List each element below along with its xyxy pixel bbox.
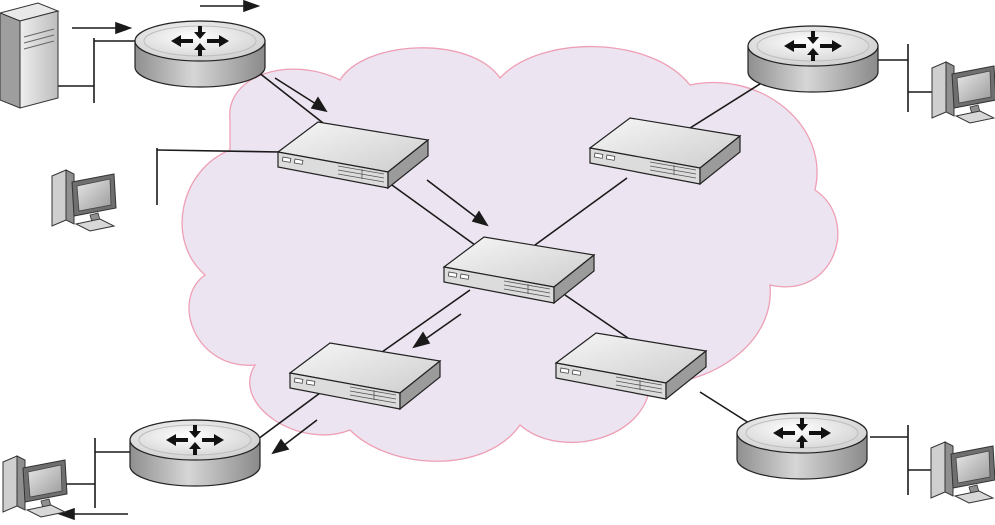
router-top-left-icon	[135, 21, 265, 87]
flow-arrow-into-router	[72, 23, 130, 33]
flow-arrow-top-exit	[200, 1, 258, 11]
flow-arrow-to-host-bl	[60, 509, 128, 519]
computer-top-right-icon	[932, 62, 995, 123]
server-icon	[0, 3, 58, 108]
computer-left-icon	[52, 170, 116, 231]
computer-bottom-right-icon	[931, 442, 995, 503]
router-bottom-left-icon	[130, 420, 260, 486]
router-top-right-icon	[748, 26, 878, 92]
computer-bottom-left-icon	[3, 456, 67, 517]
router-bottom-right-icon	[737, 413, 867, 479]
